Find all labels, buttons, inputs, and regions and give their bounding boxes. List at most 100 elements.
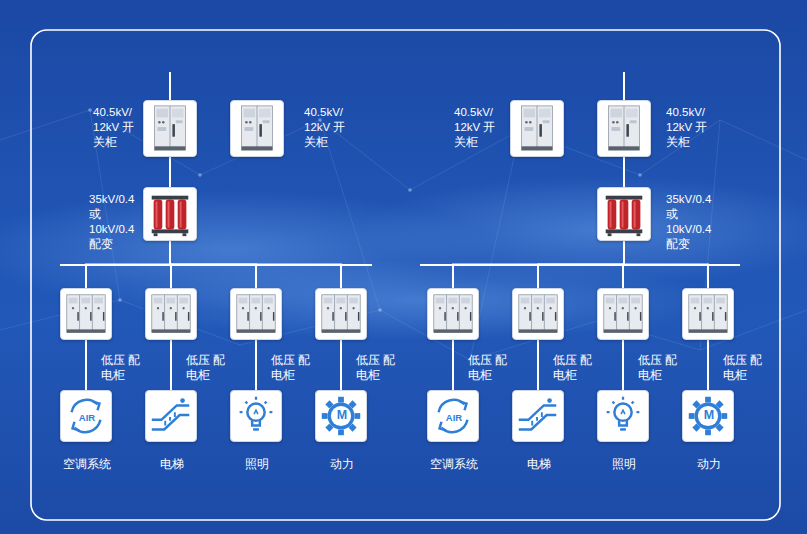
symbol-use (609, 106, 640, 150)
lv-cabinet-box: 低压 配电柜 (512, 288, 564, 340)
load-icon-box: AIR空调系统 (427, 390, 479, 442)
load-icon-box: 电梯 (145, 390, 197, 442)
power-line (453, 241, 624, 288)
load-name: 动力 (663, 457, 755, 472)
incoming-line (623, 72, 625, 100)
equipment-symbol (144, 188, 196, 240)
equipment-symbol (231, 391, 281, 441)
transformer-box: 35kV/0.4 或10kV/0.4 配变 (143, 187, 197, 241)
lv-cabinet-box: 低压 配电柜 (427, 288, 479, 340)
symbol-use (242, 106, 273, 150)
load-name: 照明 (211, 457, 303, 472)
power-line (623, 157, 625, 187)
power-line (538, 241, 624, 288)
load-name: 空调系统 (408, 457, 500, 472)
equipment-symbol (231, 101, 283, 156)
load-icon-box: M动力 (682, 390, 734, 442)
lv-cabinet-box: 低压 配电柜 (597, 288, 649, 340)
load-name: 照明 (578, 457, 670, 472)
incoming-line (169, 72, 171, 100)
load-name: 空调系统 (41, 457, 133, 472)
equipment-label: 40.5kV/ 12kV 开关柜 (304, 105, 356, 150)
equipment-symbol (598, 289, 648, 339)
power-line (169, 157, 171, 187)
power-line (622, 340, 624, 390)
equipment-label: 低压 配电柜 (101, 353, 143, 383)
symbol-use (240, 397, 273, 430)
symbol-use (155, 106, 186, 150)
equipment-symbol (146, 391, 196, 441)
equipment-label: 35kV/0.4 或10kV/0.4 配变 (666, 192, 722, 252)
equipment-symbol (598, 391, 648, 441)
load-name: 动力 (296, 457, 388, 472)
lv-cabinet-box: 低压 配电柜 (682, 288, 734, 340)
lv-cabinet-box: 低压 配电柜 (315, 288, 367, 340)
power-line (255, 340, 257, 390)
equipment-symbol (598, 101, 650, 156)
icon-text: AIR (61, 411, 113, 424)
switchgear-box: 40.5kV/ 12kV 开关柜 (230, 100, 284, 157)
power-line (624, 241, 708, 288)
equipment-label: 低压 配电柜 (723, 353, 765, 383)
equipment-symbol (598, 188, 650, 240)
equipment-label: 40.5kV/ 12kV 开关柜 (93, 105, 145, 150)
icon-text: M (316, 409, 368, 422)
switchgear-box: 40.5kV/ 12kV 开关柜 (510, 100, 564, 157)
equipment-label: 低压 配电柜 (356, 353, 398, 383)
equipment-symbol (513, 391, 563, 441)
load-icon-box: 照明 (230, 390, 282, 442)
equipment-symbol (144, 101, 196, 156)
symbol-use (434, 295, 472, 333)
power-line (86, 241, 170, 288)
symbol-use (607, 397, 640, 430)
transformer-box: 35kV/0.4 或10kV/0.4 配变 (597, 187, 651, 241)
icon-text: M (683, 409, 735, 422)
load-icon-box: M动力 (315, 390, 367, 442)
equipment-label: 40.5kV/ 12kV 开关柜 (666, 105, 718, 150)
load-icon-box: 照明 (597, 390, 649, 442)
equipment-symbol (231, 289, 281, 339)
symbol-use (604, 295, 642, 333)
equipment-symbol (428, 289, 478, 339)
symbol-use (152, 398, 190, 429)
symbol-use (689, 295, 727, 333)
switchgear-box: 40.5kV/ 12kV 开关柜 (597, 100, 651, 157)
equipment-symbol (316, 289, 366, 339)
equipment-label: 35kV/0.4 或10kV/0.4 配变 (89, 192, 145, 252)
load-icon-box: 电梯 (512, 390, 564, 442)
symbol-use (237, 295, 275, 333)
power-line (85, 340, 87, 390)
power-line (537, 340, 539, 390)
power-line (340, 340, 342, 390)
load-icon-box: AIR空调系统 (60, 390, 112, 442)
equipment-label: 低压 配电柜 (271, 353, 313, 383)
equipment-symbol (61, 289, 111, 339)
symbol-use (606, 196, 643, 236)
lv-cabinet-box: 低压 配电柜 (145, 288, 197, 340)
power-line (170, 241, 341, 288)
lv-cabinet-box: 低压 配电柜 (230, 288, 282, 340)
load-name: 电梯 (126, 457, 218, 472)
symbol-use (322, 295, 360, 333)
symbol-use (152, 295, 190, 333)
equipment-label: 低压 配电柜 (468, 353, 510, 383)
symbol-use (152, 196, 189, 236)
power-line (452, 340, 454, 390)
symbol-use (522, 106, 553, 150)
equipment-symbol (511, 101, 563, 156)
lv-cabinet-box: 低压 配电柜 (60, 288, 112, 340)
power-line (170, 340, 172, 390)
equipment-symbol (513, 289, 563, 339)
equipment-label: 40.5kV/ 12kV 开关柜 (454, 105, 506, 150)
equipment-symbol (146, 289, 196, 339)
switchgear-box: 40.5kV/ 12kV 开关柜 (143, 100, 197, 157)
symbol-use (519, 398, 557, 429)
symbol-use (519, 295, 557, 333)
equipment-symbol (683, 289, 733, 339)
equipment-label: 低压 配电柜 (186, 353, 228, 383)
frame-border (31, 30, 780, 520)
equipment-label: 低压 配电柜 (638, 353, 680, 383)
icon-text: AIR (428, 411, 480, 424)
